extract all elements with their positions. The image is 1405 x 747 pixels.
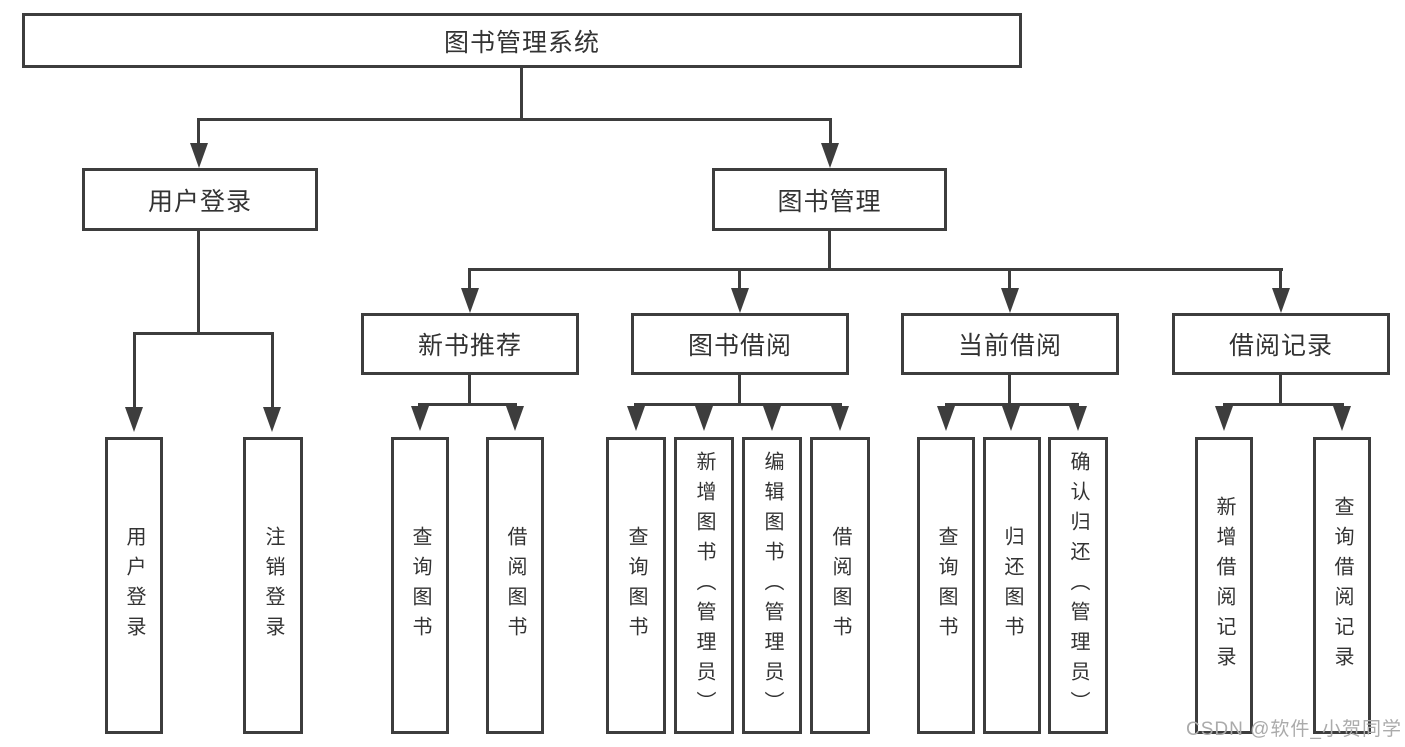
leaf-confirm-return-admin: 确认归还（管理员） bbox=[1048, 437, 1108, 734]
arrowhead-down bbox=[1333, 406, 1351, 431]
leaf-query-books-3-label: 查询图书 bbox=[935, 525, 957, 646]
arrowhead-down bbox=[627, 406, 645, 431]
connector-line bbox=[197, 118, 200, 145]
leaf-query-borrow-record: 查询借阅记录 bbox=[1313, 437, 1371, 734]
arrowhead-down bbox=[263, 407, 281, 432]
node-user-login-label: 用户登录 bbox=[147, 187, 252, 216]
leaf-confirm-return-admin-label: 确认归还（管理员） bbox=[1067, 450, 1089, 721]
leaf-add-books-admin: 新增图书（管理员） bbox=[674, 437, 734, 734]
connector-line bbox=[469, 268, 1283, 271]
connector-line bbox=[828, 229, 831, 271]
connector-line bbox=[634, 403, 842, 406]
node-root-label: 图书管理系统 bbox=[443, 28, 600, 57]
connector-line bbox=[1008, 373, 1011, 406]
leaf-query-books-1: 查询图书 bbox=[391, 437, 449, 734]
connector-line bbox=[1279, 268, 1282, 290]
node-book-management: 图书管理 bbox=[712, 168, 947, 231]
node-current-borrowing-label: 当前借阅 bbox=[957, 332, 1062, 360]
leaf-query-borrow-record-label: 查询借阅记录 bbox=[1331, 495, 1353, 676]
arrowhead-down bbox=[1001, 288, 1019, 313]
leaf-logout: 注销登录 bbox=[243, 437, 303, 734]
connector-line bbox=[738, 373, 741, 406]
node-borrowing-records-label: 借阅记录 bbox=[1228, 332, 1333, 360]
connector-line bbox=[271, 332, 274, 408]
arrowhead-down bbox=[821, 143, 839, 168]
connector-line bbox=[468, 373, 471, 406]
leaf-add-books-admin-label: 新增图书（管理员） bbox=[693, 450, 715, 721]
arrowhead-down bbox=[1272, 288, 1290, 313]
connector-line bbox=[468, 268, 471, 290]
leaf-user-login-label: 用户登录 bbox=[123, 525, 145, 646]
arrowhead-down bbox=[461, 288, 479, 313]
node-user-login: 用户登录 bbox=[82, 168, 318, 231]
node-borrowing-records: 借阅记录 bbox=[1172, 313, 1390, 375]
leaf-borrow-books-2: 借阅图书 bbox=[810, 437, 870, 734]
node-new-book-recommend: 新书推荐 bbox=[361, 313, 579, 375]
leaf-edit-books-admin: 编辑图书（管理员） bbox=[742, 437, 802, 734]
connector-line bbox=[133, 332, 136, 408]
leaf-borrow-books-1-label: 借阅图书 bbox=[504, 525, 526, 646]
connector-line bbox=[945, 403, 1079, 406]
arrowhead-down bbox=[831, 406, 849, 431]
node-new-book-recommend-label: 新书推荐 bbox=[417, 332, 522, 360]
connector-line bbox=[520, 68, 523, 120]
leaf-query-books-3: 查询图书 bbox=[917, 437, 975, 734]
leaf-add-borrow-record-label: 新增借阅记录 bbox=[1213, 495, 1235, 676]
leaf-return-books: 归还图书 bbox=[983, 437, 1041, 734]
leaf-query-books-1-label: 查询图书 bbox=[409, 525, 431, 646]
node-root: 图书管理系统 bbox=[22, 13, 1022, 68]
leaf-query-books-2-label: 查询图书 bbox=[625, 525, 647, 646]
arrowhead-down bbox=[937, 406, 955, 431]
arrowhead-down bbox=[190, 143, 208, 168]
node-book-borrowing: 图书借阅 bbox=[631, 313, 849, 375]
connector-line bbox=[418, 403, 517, 406]
arrowhead-down bbox=[1002, 406, 1020, 431]
arrowhead-down bbox=[125, 407, 143, 432]
node-book-management-label: 图书管理 bbox=[777, 187, 882, 216]
leaf-query-books-2: 查询图书 bbox=[606, 437, 666, 734]
arrowhead-down bbox=[695, 406, 713, 431]
arrowhead-down bbox=[506, 406, 524, 431]
node-book-borrowing-label: 图书借阅 bbox=[687, 332, 792, 360]
arrowhead-down bbox=[1069, 406, 1087, 431]
arrowhead-down bbox=[411, 406, 429, 431]
connector-line bbox=[1008, 268, 1011, 290]
csdn-watermark: CSDN @软件_小贺同学 bbox=[1186, 719, 1402, 740]
connector-line bbox=[197, 229, 200, 335]
connector-line bbox=[738, 268, 741, 290]
arrowhead-down bbox=[1215, 406, 1233, 431]
leaf-add-borrow-record: 新增借阅记录 bbox=[1195, 437, 1253, 734]
connector-line bbox=[1223, 403, 1344, 406]
connector-line bbox=[197, 118, 832, 121]
leaf-return-books-label: 归还图书 bbox=[1001, 525, 1023, 646]
arrowhead-down bbox=[763, 406, 781, 431]
connector-line bbox=[829, 118, 832, 145]
node-current-borrowing: 当前借阅 bbox=[901, 313, 1119, 375]
leaf-borrow-books-2-label: 借阅图书 bbox=[829, 525, 851, 646]
leaf-logout-label: 注销登录 bbox=[262, 525, 284, 646]
connector-line bbox=[133, 332, 274, 335]
leaf-borrow-books-1: 借阅图书 bbox=[486, 437, 544, 734]
arrowhead-down bbox=[731, 288, 749, 313]
leaf-edit-books-admin-label: 编辑图书（管理员） bbox=[761, 450, 783, 721]
connector-line bbox=[1279, 373, 1282, 406]
leaf-user-login: 用户登录 bbox=[105, 437, 163, 734]
